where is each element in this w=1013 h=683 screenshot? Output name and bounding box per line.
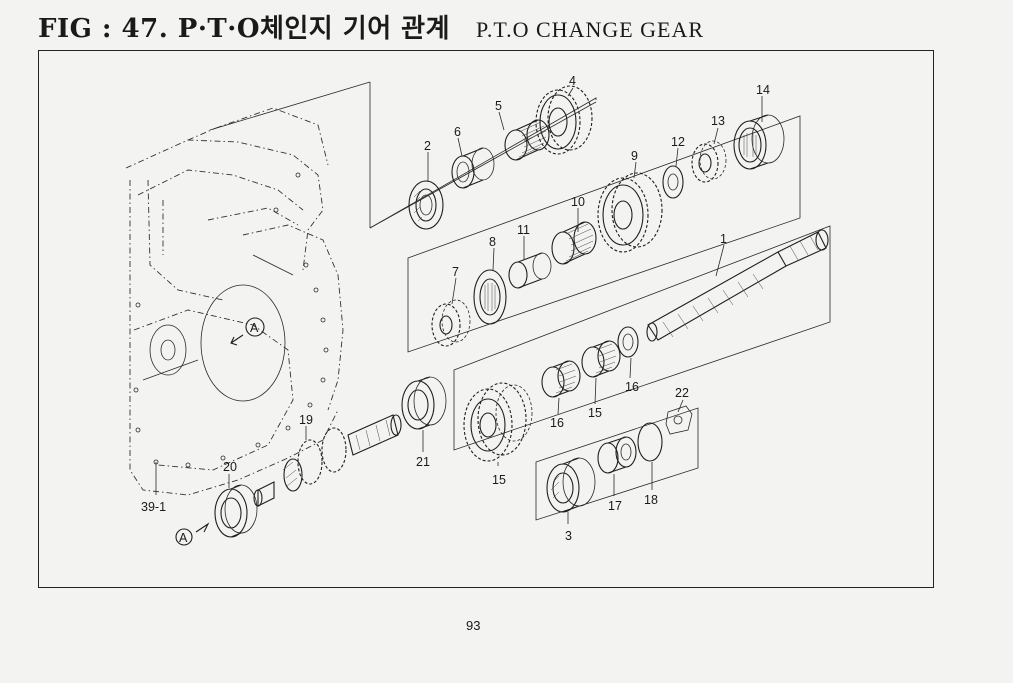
callout-2: 2 <box>424 139 431 153</box>
callout-19: 18 <box>644 493 658 507</box>
callout-3: 3 <box>565 529 572 543</box>
upper-shaft-box <box>369 97 597 229</box>
figure-title-korean: FIG : 47. P·T·O체인지 기어 관계 <box>38 14 451 44</box>
part-3-bearing <box>546 457 596 513</box>
callout-39-1: 39-1 <box>141 500 166 514</box>
part-19-snap-ring <box>637 422 663 462</box>
view-marker-a-lower: A <box>175 522 210 546</box>
part-13-hub <box>691 140 727 183</box>
part-15-gear <box>463 382 533 462</box>
part-16-needle-bearing-b <box>541 360 581 398</box>
page-number: 93 <box>466 618 481 633</box>
callouts: 2 6 5 4 14 13 12 9 10 11 8 7 1 16 15 16 … <box>141 74 770 543</box>
part-7-gear <box>431 299 471 347</box>
part-8-sleeve <box>473 269 507 325</box>
part-11-collar <box>508 252 552 289</box>
part-16-needle-bearing-a <box>581 340 621 378</box>
part-12-washer <box>662 165 684 199</box>
callout-1: 1 <box>720 232 727 246</box>
part-9-gear <box>597 172 663 253</box>
callout-14: 14 <box>756 83 770 97</box>
callout-13: 13 <box>711 114 725 128</box>
callout-16-b: 16 <box>550 416 564 430</box>
part-4-gear <box>535 85 593 155</box>
view-marker-a-housing: A <box>230 317 265 346</box>
figure-title: FIG : 47. P·T·O체인지 기어 관계 P.T.O CHANGE GE… <box>38 8 704 45</box>
part-22-bearing <box>401 376 447 430</box>
callout-7: 7 <box>452 265 459 279</box>
callout-12: 12 <box>671 135 685 149</box>
part-2-bearing <box>408 180 444 230</box>
view-marker-label-lower: A <box>179 531 188 545</box>
part-1-pto-shaft <box>453 225 831 451</box>
part-23-plate <box>665 405 693 435</box>
figure-title-english: P.T.O CHANGE GEAR <box>476 17 705 42</box>
part-20-input-shaft <box>253 414 402 507</box>
view-marker-label: A <box>250 321 259 335</box>
part-5-needle-bearing <box>504 119 550 161</box>
part-21-oil-seal <box>214 484 258 538</box>
callout-10: 10 <box>571 195 585 209</box>
callout-9: 9 <box>631 149 638 163</box>
callout-23: 22 <box>675 386 689 400</box>
transmission-housing <box>125 107 344 496</box>
callout-11: 11 <box>517 223 530 237</box>
callout-21: 20 <box>223 460 237 474</box>
housing-leader <box>209 81 371 131</box>
callout-4: 4 <box>569 74 576 88</box>
callout-16-a: 15 <box>588 406 602 420</box>
part-6-collar <box>451 147 495 189</box>
diagram-frame <box>38 50 934 588</box>
part-10-needle-bearing <box>551 221 597 265</box>
callout-6: 6 <box>454 125 461 139</box>
callout-17: 16 <box>625 380 639 394</box>
part-14-sleeve <box>733 114 785 170</box>
part-17-washer <box>617 326 639 358</box>
callout-5: 5 <box>495 99 502 113</box>
callout-18: 17 <box>608 499 622 513</box>
callout-20: 19 <box>299 413 313 427</box>
part-18-bearing <box>597 436 637 474</box>
exploded-parts-diagram: A <box>125 74 831 546</box>
upper-right-box <box>407 115 801 353</box>
callout-22: 21 <box>416 455 430 469</box>
callout-8: 8 <box>489 235 496 249</box>
callout-15: 15 <box>492 473 506 487</box>
